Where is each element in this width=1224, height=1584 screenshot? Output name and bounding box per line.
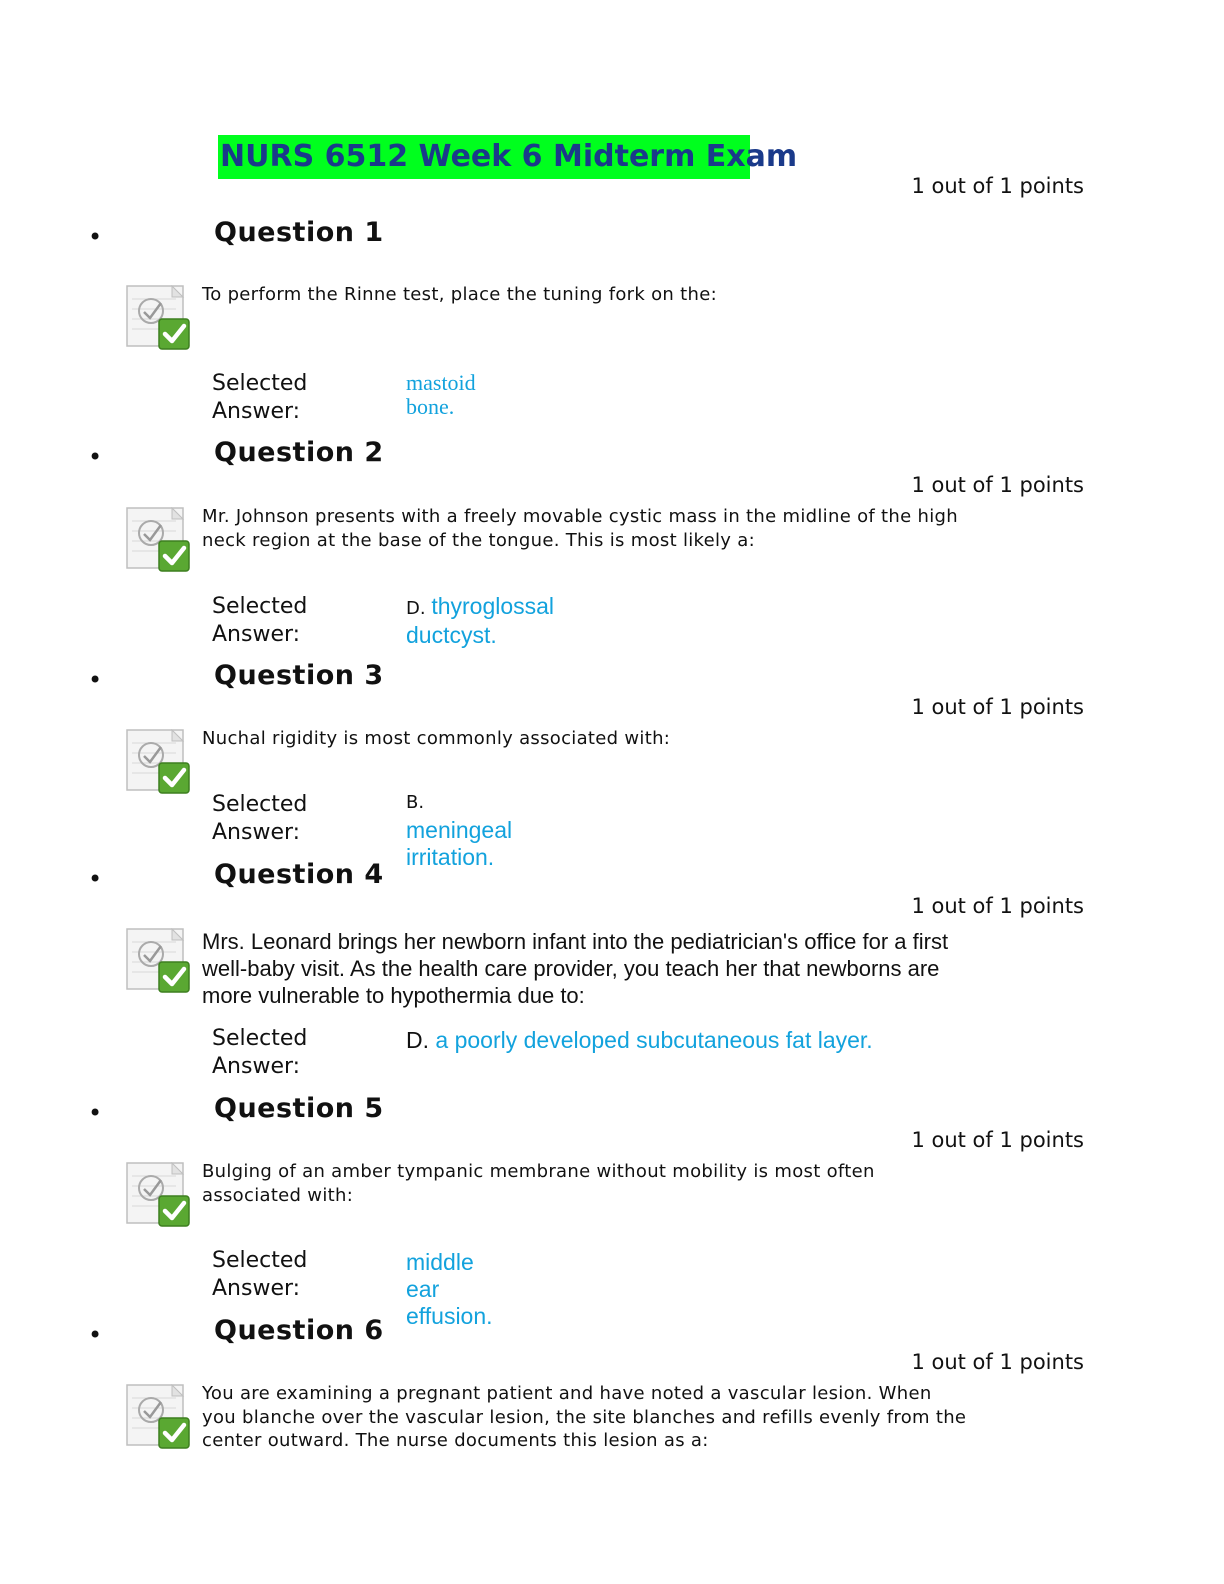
selected-answer-label: Selected Answer: [212,594,308,647]
graded-correct-checkmark-icon [126,507,192,573]
question-text: You are examining a pregnant patient and… [202,1383,967,1451]
question-title[interactable]: Question 1 [214,217,384,248]
list-bullet: • [88,223,103,251]
list-bullet: • [88,1321,103,1349]
points-score: 1 out of 1 points [911,473,1084,497]
selected-answer-value: thyroglossal ductcyst. [406,593,555,648]
points-score: 1 out of 1 points [911,894,1084,918]
selected-answer-label: Selected Answer: [212,792,308,845]
graded-correct-checkmark-icon [126,285,192,351]
question-title[interactable]: Question 2 [214,437,384,468]
question-title[interactable]: Question 6 [214,1315,384,1346]
question-title[interactable]: Question 4 [214,859,384,890]
question-text: Mr. Johnson presents with a freely movab… [202,506,958,551]
answer-option-letter: B. [406,792,425,813]
selected-answer-value: middle ear effusion. [406,1249,493,1329]
answer-option-letter: D. [406,1027,436,1053]
graded-correct-checkmark-icon [126,1162,192,1228]
points-score: 1 out of 1 points [911,695,1084,719]
selected-answer-label: Selected Answer: [212,1026,308,1079]
page-title: NURS 6512 Week 6 Midterm Exam [218,135,797,179]
selected-answer-label: Selected Answer: [212,371,308,424]
question-title[interactable]: Question 3 [214,660,384,691]
selected-answer: D. thyroglossal ductcyst. [406,593,626,649]
selected-answer-value: meningeal irritation. [406,817,513,870]
graded-correct-checkmark-icon [126,729,192,795]
points-score: 1 out of 1 points [911,174,1084,198]
question-text: To perform the Rinne test, place the tun… [202,284,717,305]
question-text: Nuchal rigidity is most commonly associa… [202,728,671,749]
question-text: Bulging of an amber tympanic membrane wi… [202,1161,875,1206]
points-score: 1 out of 1 points [911,1128,1084,1152]
selected-answer-value: a poorly developed subcutaneous fat laye… [435,1027,873,1053]
list-bullet: • [88,1099,103,1127]
question-text: Mrs. Leonard brings her newborn infant i… [202,929,949,1008]
list-bullet: • [88,666,103,694]
selected-answer-value: mastoid bone. [406,370,476,419]
selected-answer-label: Selected Answer: [212,1248,308,1301]
answer-option-letter: D. [406,598,432,619]
points-score: 1 out of 1 points [911,1350,1084,1374]
list-bullet: • [88,865,103,893]
question-title[interactable]: Question 5 [214,1093,384,1124]
list-bullet: • [88,443,103,471]
graded-correct-checkmark-icon [126,928,192,994]
graded-correct-checkmark-icon [126,1384,192,1450]
selected-answer: D. a poorly developed subcutaneous fat l… [406,1027,873,1054]
